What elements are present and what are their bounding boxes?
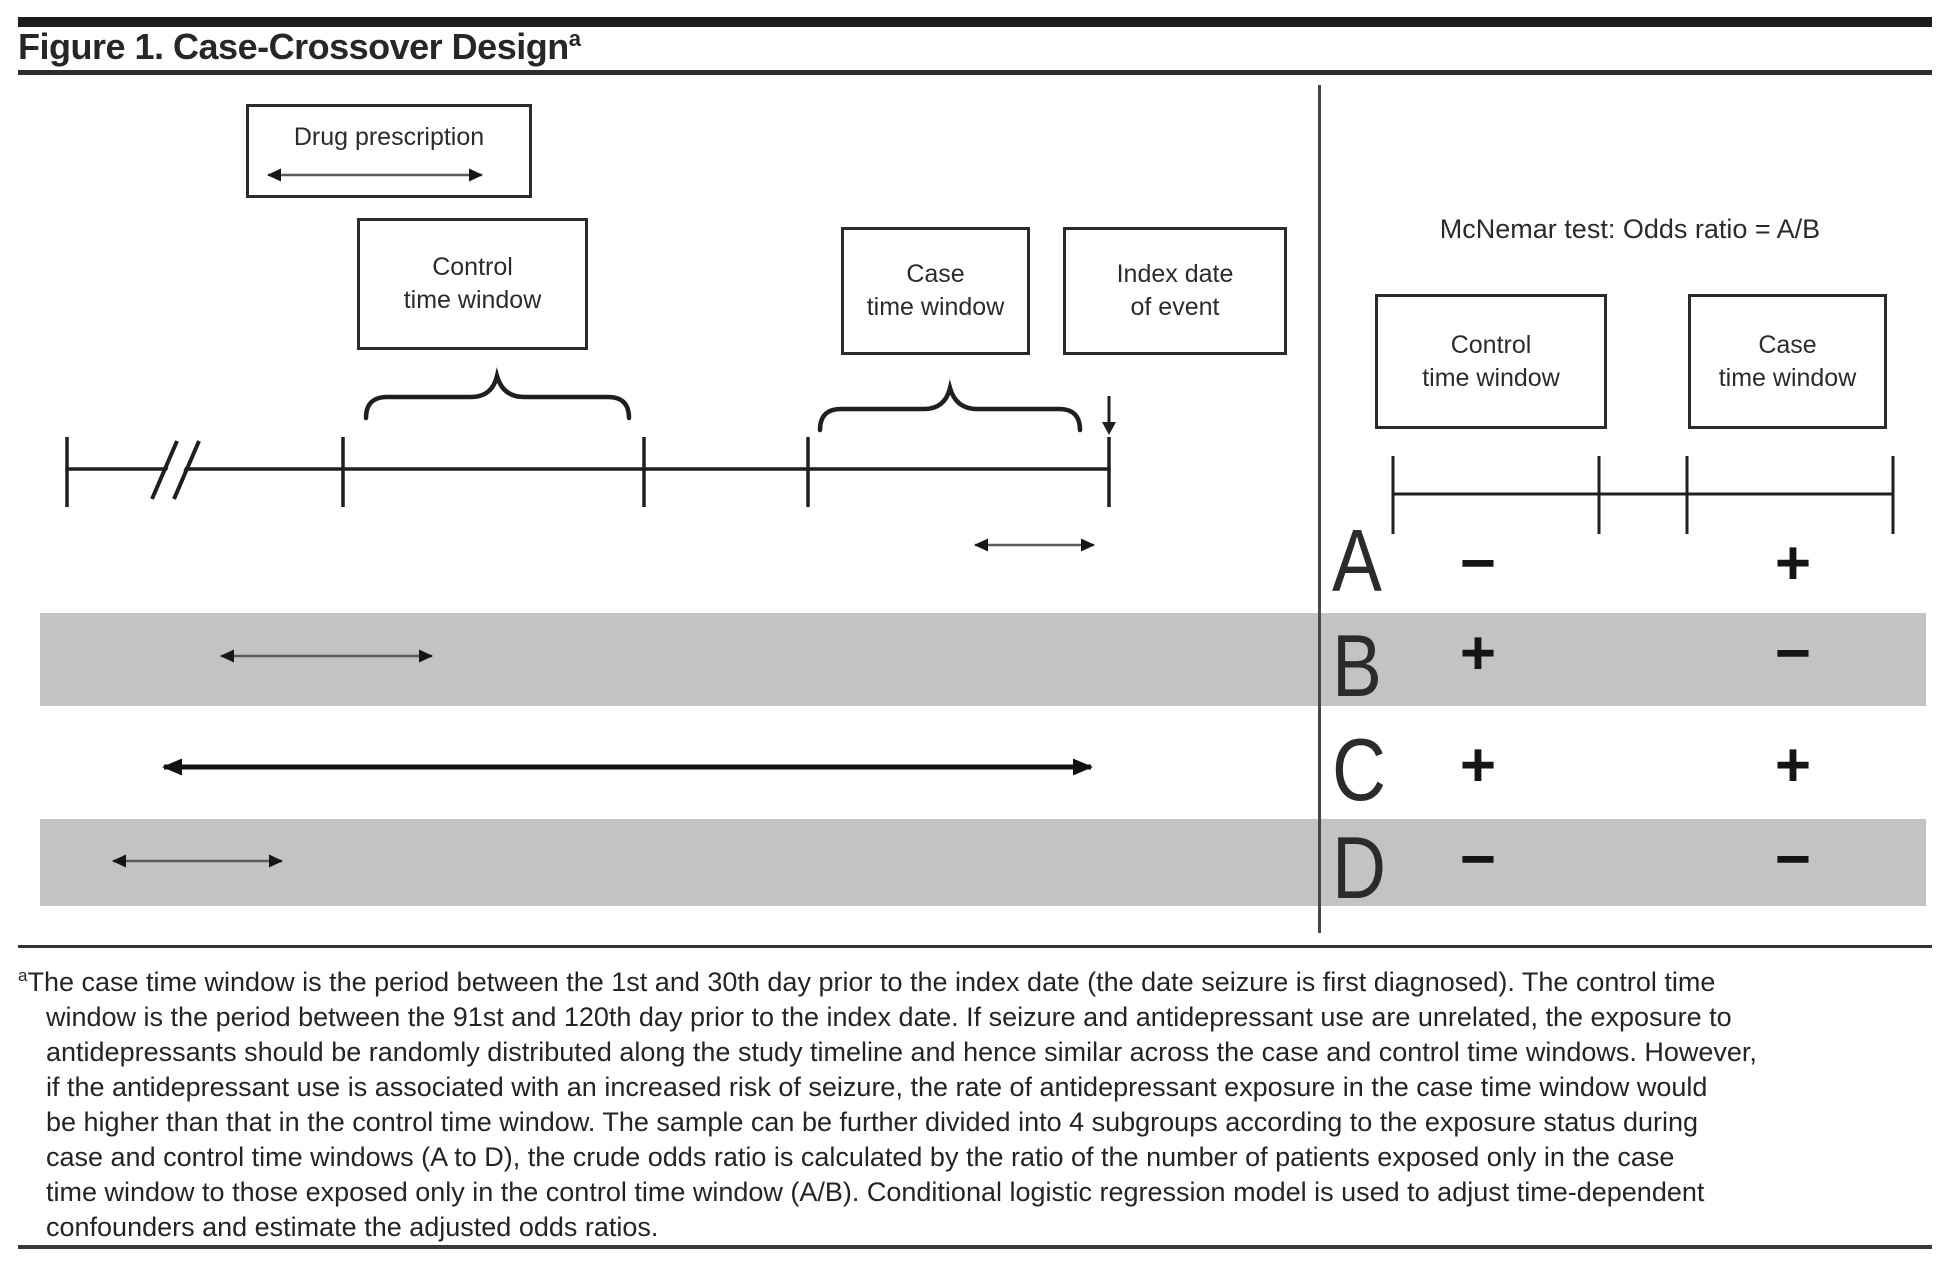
footnote-line: be higher than that in the control time …	[46, 1107, 1699, 1137]
subgroup-band-d	[40, 819, 1926, 906]
mcnemar-case-header: Case time window	[1718, 330, 1857, 392]
footnote: aThe case time window is the period betw…	[18, 958, 1928, 1245]
figure-top-bar	[18, 17, 1932, 27]
mcnemar-control-header: Control time window	[1422, 330, 1560, 392]
subgroup-label-a: A	[1332, 511, 1382, 610]
mcnemar-control-header-box: Control time window	[1375, 294, 1607, 429]
footnote-line-text: The case time window is the period betwe…	[27, 967, 1716, 997]
exposure-sign-c-case: +	[1774, 731, 1812, 800]
footnote-line: window is the period between the 91st an…	[46, 1002, 1732, 1032]
footnote-superscript: a	[18, 966, 28, 985]
figure-title-text: Figure 1. Case-Crossover Design	[18, 26, 569, 67]
drug-prescription-box: Drug prescription	[246, 104, 532, 198]
subgroup-label-c: C	[1332, 720, 1387, 819]
figure-title-superscript: a	[568, 26, 581, 51]
footnote-line: aThe case time window is the period betw…	[18, 958, 1928, 1000]
exposure-sign-c-control: +	[1459, 731, 1497, 800]
bottom-rule	[18, 1245, 1932, 1249]
exposure-sign-b-case: −	[1774, 619, 1812, 688]
control-time-window-box: Control time window	[357, 218, 588, 350]
footnote-line: confounders and estimate the adjusted od…	[46, 1212, 659, 1242]
index-date-arrow	[1102, 396, 1116, 435]
exposure-sign-d-control: −	[1459, 825, 1497, 894]
footnote-rule	[18, 945, 1932, 948]
exposure-sign-a-control: −	[1459, 529, 1497, 598]
figure-title: Figure 1. Case-Crossover Designa	[18, 26, 581, 68]
mcnemar-timeline	[1391, 456, 1895, 534]
panel-divider	[1318, 85, 1321, 933]
exposure-sign-a-case: +	[1774, 529, 1812, 598]
mcnemar-case-header-box: Case time window	[1688, 294, 1887, 429]
case-time-window-label: Case time window	[866, 260, 1005, 321]
control-time-window-label: Control time window	[403, 253, 542, 314]
exposure-sign-b-control: +	[1459, 619, 1497, 688]
exposure-sign-d-case: −	[1774, 825, 1812, 894]
title-rule	[18, 70, 1932, 75]
footnote-line: if the antidepressant use is associated …	[46, 1072, 1708, 1102]
footnote-line: antidepressants should be randomly distr…	[46, 1037, 1757, 1067]
case-time-window-box: Case time window	[841, 227, 1030, 355]
timeline-break-icon	[150, 436, 201, 504]
footnote-line: case and control time windows (A to D), …	[46, 1142, 1675, 1172]
mcnemar-heading: McNemar test: Odds ratio = A/B	[1439, 214, 1821, 244]
control-window-brace	[363, 367, 632, 421]
footnote-line: time window to those exposed only in the…	[46, 1177, 1705, 1207]
index-date-box: Index date of event	[1063, 227, 1287, 355]
drug-prescription-label: Drug prescription	[293, 123, 485, 151]
index-date-label: Index date of event	[1116, 260, 1234, 321]
subgroup-band-b	[40, 613, 1926, 706]
study-timeline	[65, 436, 1111, 507]
subgroup-label-b: B	[1332, 616, 1382, 715]
case-window-brace	[817, 379, 1083, 433]
subgroup-label-d: D	[1332, 818, 1387, 917]
